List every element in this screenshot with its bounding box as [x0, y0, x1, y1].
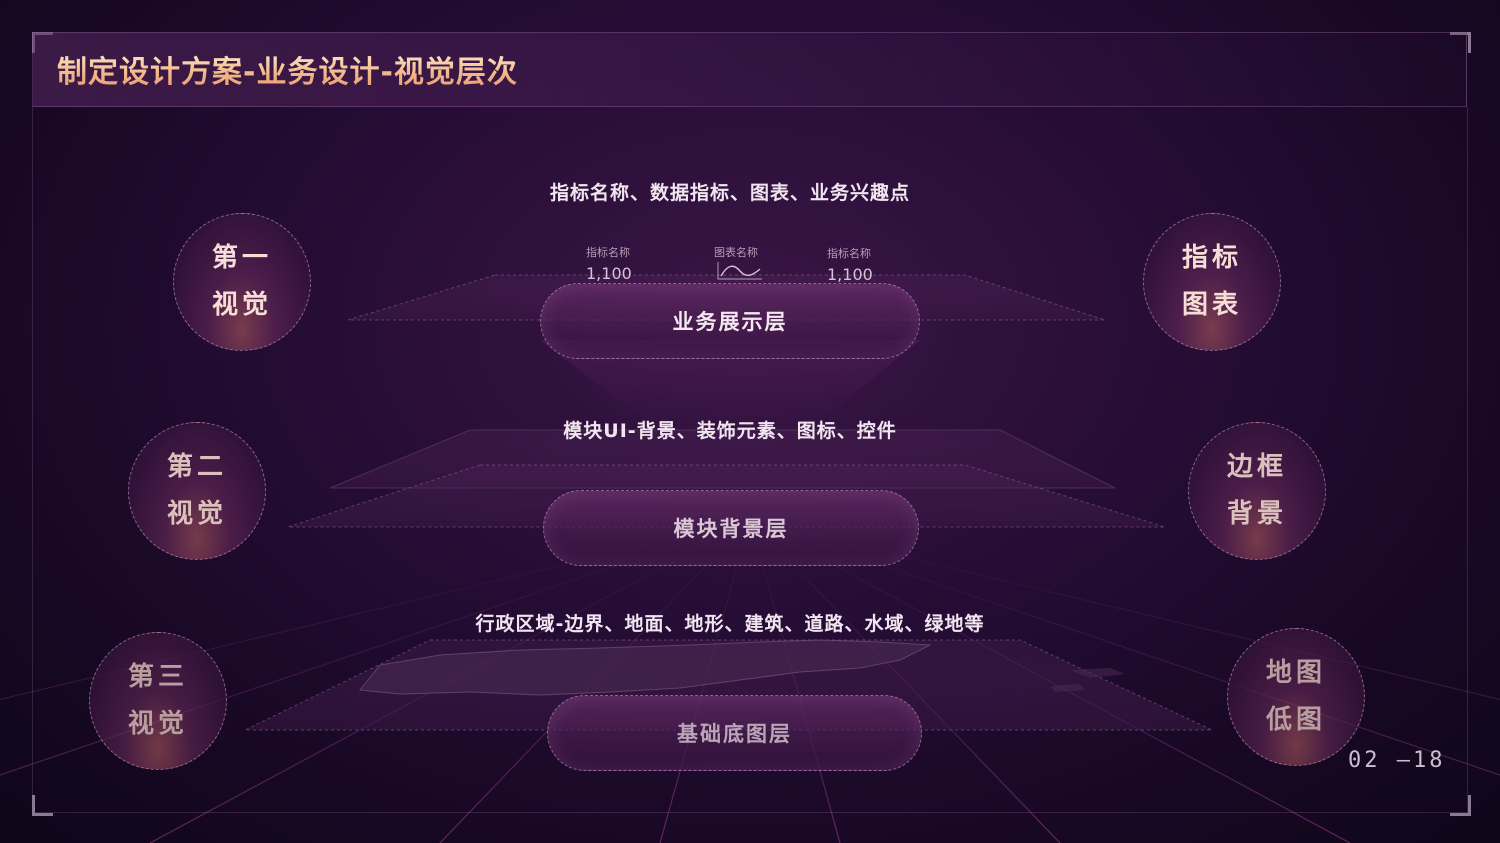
circle-line: 第三: [127, 662, 188, 692]
page-title: 制定设计方案-业务设计-视觉层次: [57, 47, 518, 91]
widget-label: 图表名称: [714, 246, 758, 259]
frame-corner-bl: [32, 795, 53, 816]
layer-caption-basemap: 行政区域-边界、地面、地形、建筑、道路、水域、绿地等: [475, 613, 985, 635]
frame-border: [32, 107, 1468, 813]
circle-line: 指标: [1181, 243, 1242, 273]
layer-pill-basemap: 基础底图层: [547, 695, 922, 771]
circle-line: 视觉: [166, 499, 227, 529]
circle-line: 第一: [211, 243, 272, 273]
layer-caption-business: 指标名称、数据指标、图表、业务兴趣点: [549, 182, 911, 204]
visual-level-circle-2: 第二 视觉: [128, 422, 266, 560]
circle-line: 低图: [1265, 705, 1326, 735]
circle-line: 地图: [1265, 658, 1326, 688]
widget-label: 指标名称: [586, 246, 630, 259]
circle-line: 背景: [1226, 499, 1287, 529]
circle-line: 图表: [1181, 290, 1242, 320]
category-circle-map: 地图 低图: [1227, 628, 1365, 766]
layer-pill-business: 业务展示层: [540, 283, 920, 359]
category-circle-indicator-chart: 指标 图表: [1143, 213, 1281, 351]
circle-line: 视觉: [211, 290, 272, 320]
category-circle-border-background: 边框 背景: [1188, 422, 1326, 560]
title-bar: 制定设计方案-业务设计-视觉层次: [32, 32, 1467, 107]
page-number: 02 –18: [1348, 748, 1446, 773]
circle-line: 视觉: [127, 709, 188, 739]
visual-level-circle-3: 第三 视觉: [89, 632, 227, 770]
visual-level-circle-1: 第一 视觉: [173, 213, 311, 351]
circle-line: 第二: [166, 452, 227, 482]
circle-line: 边框: [1226, 452, 1287, 482]
layer-pill-module: 模块背景层: [543, 490, 919, 566]
widget-value: 1,100: [586, 264, 632, 283]
widget-value: 1,100: [827, 265, 873, 284]
widget-label: 指标名称: [827, 247, 871, 260]
layer-caption-module: 模块UI-背景、装饰元素、图标、控件: [563, 420, 897, 442]
frame-corner-br: [1450, 795, 1471, 816]
chart-sparkline-icon: [717, 262, 762, 280]
